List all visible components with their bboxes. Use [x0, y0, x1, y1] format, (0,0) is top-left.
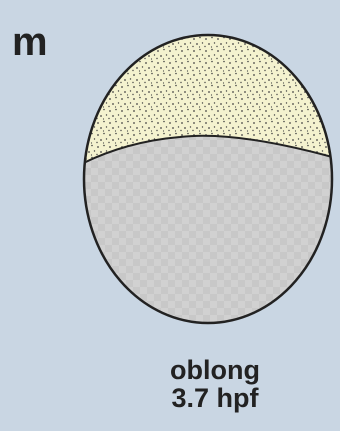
stage-time: 3.7 hpf	[150, 384, 280, 412]
stage-name: oblong	[150, 356, 280, 384]
stage-caption: oblong 3.7 hpf	[150, 356, 280, 412]
embryo-body	[60, 20, 340, 340]
